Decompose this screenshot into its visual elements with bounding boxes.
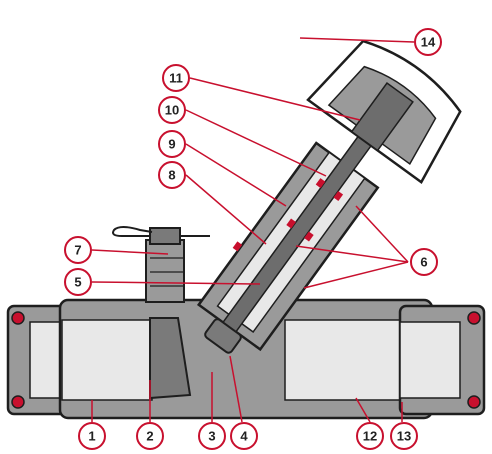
- callout-circle: [158, 96, 186, 124]
- left-bore: [61, 319, 153, 401]
- callout-circle: [390, 422, 418, 450]
- right-bore: [284, 319, 406, 401]
- callout-circle: [78, 422, 106, 450]
- callout-label: 9: [168, 137, 175, 152]
- callout-2: 2: [136, 422, 164, 450]
- callout-circle: [136, 422, 164, 450]
- left-oring-top: [11, 311, 25, 325]
- seal-a: [315, 178, 326, 189]
- callout-12: 12: [356, 422, 384, 450]
- seal-c: [286, 218, 296, 229]
- pipe-body: [6, 298, 486, 420]
- callout-circle: [414, 28, 442, 56]
- callout-label: 3: [208, 429, 215, 444]
- callout-3: 3: [198, 422, 226, 450]
- callout-label: 12: [363, 429, 377, 444]
- left-oring-bottom: [11, 395, 25, 409]
- callout-circle: [64, 268, 92, 296]
- callout-13: 13: [390, 422, 418, 450]
- seal-e: [232, 241, 243, 252]
- callout-circle: [198, 422, 226, 450]
- callout-label: 1: [88, 429, 95, 444]
- callout-label: 6: [420, 255, 427, 270]
- callout-circle: [356, 422, 384, 450]
- callout-10: 10: [158, 96, 186, 124]
- test-point: [112, 226, 210, 303]
- valve-plug: [204, 318, 242, 354]
- bonnet-assembly: [196, 39, 462, 354]
- callout-1: 1: [78, 422, 106, 450]
- callout-7: 7: [64, 236, 92, 264]
- callout-label: 14: [421, 35, 436, 50]
- test-point-cap-strap: [112, 226, 153, 237]
- test-point-body: [145, 239, 185, 303]
- seal-d: [304, 231, 314, 242]
- callout-label: 4: [240, 429, 248, 444]
- callout-label: 11: [169, 71, 183, 86]
- callout-label: 2: [146, 429, 153, 444]
- callout-circle: [64, 236, 92, 264]
- right-oring-top: [467, 311, 481, 325]
- callout-4: 4: [230, 422, 258, 450]
- callout-8: 8: [158, 161, 186, 189]
- callout-circle: [410, 248, 438, 276]
- callout-label: 13: [397, 429, 411, 444]
- callout-6: 6: [410, 248, 438, 276]
- callout-circle: [230, 422, 258, 450]
- callout-circle: [158, 161, 186, 189]
- callout-label: 5: [74, 275, 81, 290]
- callout-5: 5: [64, 268, 92, 296]
- callout-14: 14: [414, 28, 442, 56]
- right-press-end-bore: [399, 321, 461, 399]
- callout-11: 11: [162, 64, 190, 92]
- test-point-nut: [149, 227, 181, 245]
- callout-label: 10: [165, 103, 179, 118]
- handwheel-hub: [350, 82, 414, 152]
- seal-b: [333, 191, 344, 202]
- callout-label: 8: [168, 168, 175, 183]
- callout-9: 9: [158, 130, 186, 158]
- leader-lines: [91, 37, 415, 423]
- seat-partition: [149, 317, 192, 400]
- right-oring-bottom: [467, 395, 481, 409]
- callout-label: 7: [74, 243, 81, 258]
- callout-circle: [158, 130, 186, 158]
- callout-circle: [162, 64, 190, 92]
